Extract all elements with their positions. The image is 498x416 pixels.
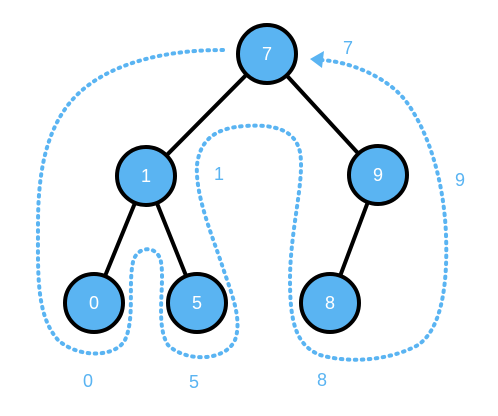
node-label: 5 xyxy=(192,293,202,313)
tree-node-9: 9 xyxy=(347,144,409,206)
order-label-0: 0 xyxy=(83,371,93,391)
order-label-8: 8 xyxy=(317,370,327,390)
tree-node-8: 8 xyxy=(299,272,361,334)
node-label: 9 xyxy=(373,165,383,185)
tree-edge-1-0 xyxy=(102,200,138,279)
order-label-7: 7 xyxy=(343,38,353,58)
tree-edge-7-9 xyxy=(284,73,361,156)
node-label: 1 xyxy=(141,166,151,186)
tree-edge-7-1 xyxy=(164,72,249,158)
tree-edge-9-8 xyxy=(338,200,370,278)
node-circle xyxy=(166,272,228,334)
node-circle xyxy=(115,145,177,207)
node-label: 7 xyxy=(262,44,272,64)
traversal-arrowhead xyxy=(310,51,324,68)
tree-node-7: 7 xyxy=(236,23,298,85)
node-label: 0 xyxy=(89,293,99,313)
tree-edge-1-5 xyxy=(154,200,189,279)
node-circle xyxy=(236,23,298,85)
tree-edges xyxy=(102,72,370,279)
order-label-5: 5 xyxy=(189,372,199,392)
node-circle xyxy=(63,272,125,334)
tree-node-0: 0 xyxy=(63,272,125,334)
order-label-9: 9 xyxy=(455,170,465,190)
node-circle xyxy=(299,272,361,334)
node-circle xyxy=(347,144,409,206)
traversal-path xyxy=(35,48,449,362)
node-label: 8 xyxy=(325,293,335,313)
order-label-1: 1 xyxy=(214,164,224,184)
tree-node-1: 1 xyxy=(115,145,177,207)
tree-node-5: 5 xyxy=(166,272,228,334)
